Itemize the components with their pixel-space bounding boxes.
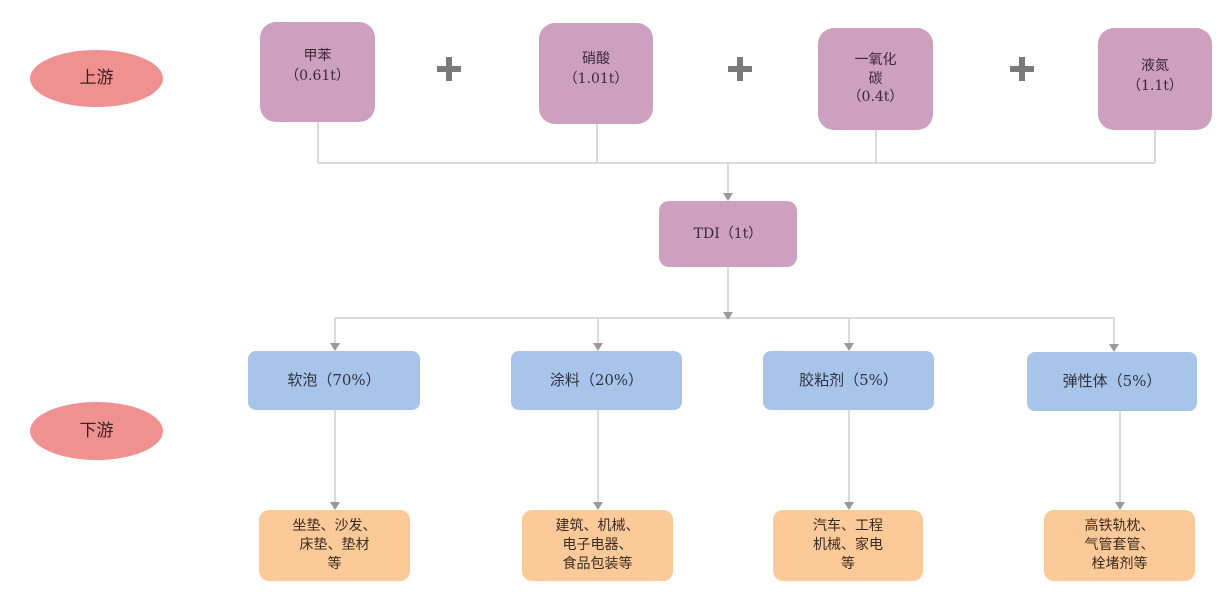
application-flexible-foam: 软泡（70%） <box>248 351 420 410</box>
arrowhead-app-3 <box>844 343 854 351</box>
end-use-coatings: 建筑、机械、 电子电器、 食品包装等 <box>522 510 673 581</box>
end-use-elastomers: 高铁轨枕、 气管套管、 栓堵剂等 <box>1044 510 1195 581</box>
end-use-line: 坐垫、沙发、 <box>292 518 377 535</box>
input-name: 液氮 <box>1141 57 1169 74</box>
end-use-line: 床垫、垫材 <box>299 537 370 554</box>
input-amount: （1.1t） <box>1127 78 1183 94</box>
end-use-line: 等 <box>841 555 855 572</box>
arrowhead-to-tdi <box>723 193 733 201</box>
downstream-stage-label: 下游 <box>30 402 163 460</box>
input-toluene: 甲苯 （0.61t） <box>260 22 375 122</box>
application-elastomers: 弹性体（5%） <box>1027 352 1197 411</box>
end-use-line: 气管套管、 <box>1084 537 1155 554</box>
end-use-line: 汽车、工程 <box>813 518 883 535</box>
end-use-line: 等 <box>327 555 342 572</box>
input-name-line-2: 碳 <box>868 70 883 87</box>
application-adhesives: 胶粘剂（5%） <box>763 351 934 410</box>
arrowhead-app-2 <box>593 343 603 351</box>
arrowhead-app-1 <box>330 343 340 351</box>
input-carbon-monoxide: 一氧化 碳 （0.4t） <box>818 28 933 130</box>
input-name: 甲苯 <box>303 48 332 64</box>
arrowhead-app-4 <box>1109 344 1119 352</box>
end-use-adhesives: 汽车、工程 机械、家电 等 <box>773 510 923 581</box>
arrowhead-use-2 <box>593 502 603 510</box>
end-use-line: 栓堵剂等 <box>1091 555 1148 572</box>
end-use-line: 建筑、机械、 <box>555 518 640 535</box>
input-amount: （0.61t） <box>285 68 350 85</box>
plus-icon <box>1010 57 1034 81</box>
upstream-label-text: 上游 <box>79 68 114 89</box>
product-tdi: TDI（1t） <box>659 201 797 267</box>
application-label: 弹性体（5%） <box>1062 371 1162 390</box>
input-name: 硝酸 <box>582 51 610 67</box>
application-label: 胶粘剂（5%） <box>799 370 898 389</box>
arrowhead-to-bus <box>723 312 733 320</box>
arrowhead-use-4 <box>1115 502 1125 510</box>
input-name-line-1: 一氧化 <box>854 51 897 68</box>
end-use-foam: 坐垫、沙发、 床垫、垫材 等 <box>259 510 410 581</box>
application-label: 软泡（70%） <box>287 370 381 389</box>
end-use-line: 电子电器、 <box>562 537 633 554</box>
application-label: 涂料（20%） <box>549 370 644 389</box>
plus-icon <box>728 57 752 81</box>
upstream-stage-label: 上游 <box>30 50 163 107</box>
input-nitric-acid: 硝酸 （1.01t） <box>539 23 653 124</box>
end-use-line: 机械、家电 <box>813 537 883 554</box>
arrowhead-use-1 <box>330 502 340 510</box>
input-amount: （1.01t） <box>563 71 629 88</box>
application-coatings: 涂料（20%） <box>511 351 682 410</box>
input-liquid-nitrogen: 液氮 （1.1t） <box>1098 28 1212 130</box>
downstream-label-text: 下游 <box>79 420 114 441</box>
end-use-line: 食品包装等 <box>562 555 633 572</box>
arrowhead-use-3 <box>844 502 854 510</box>
product-label: TDI（1t） <box>693 225 763 242</box>
plus-icon <box>437 57 461 81</box>
end-use-line: 高铁轨枕、 <box>1084 518 1155 535</box>
input-amount: （0.4t） <box>847 89 904 106</box>
